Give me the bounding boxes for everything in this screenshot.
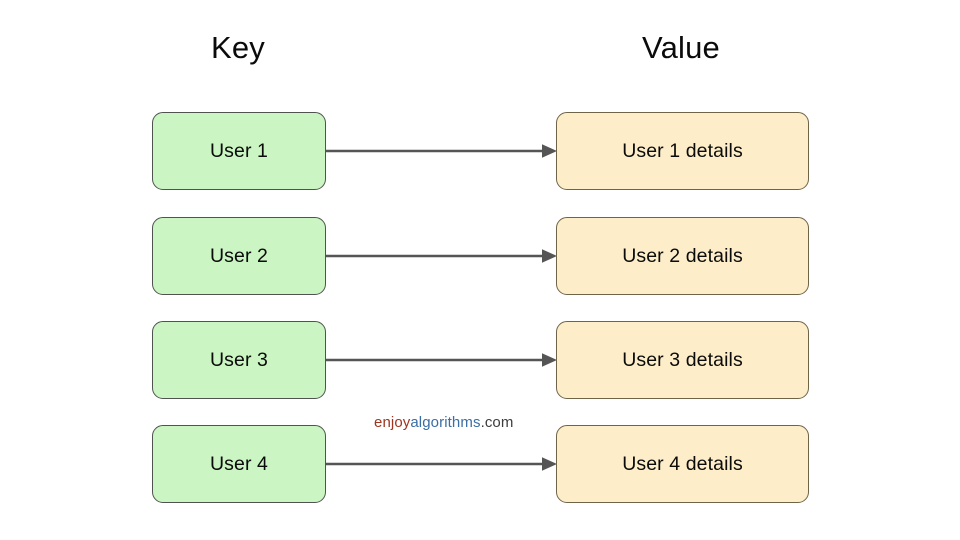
key-value-row: User 2 User 2 details	[0, 217, 960, 295]
watermark-part-3: .com	[480, 414, 514, 431]
arrow-right-icon	[326, 350, 557, 370]
arrow-right-icon	[326, 246, 557, 266]
column-heading-value: Value	[642, 30, 720, 65]
key-box[interactable]: User 4	[152, 425, 326, 503]
key-value-row: User 4 User 4 details	[0, 425, 960, 503]
value-box[interactable]: User 4 details	[556, 425, 809, 503]
watermark-part-1: enjoy	[374, 414, 411, 431]
arrow-right-icon	[326, 141, 557, 161]
watermark-part-2: algorithms	[410, 414, 481, 431]
key-box[interactable]: User 3	[152, 321, 326, 399]
value-box[interactable]: User 2 details	[556, 217, 809, 295]
value-box[interactable]: User 3 details	[556, 321, 809, 399]
key-value-row: User 3 User 3 details	[0, 321, 960, 399]
key-value-row: User 1 User 1 details	[0, 112, 960, 190]
column-heading-key: Key	[210, 30, 266, 65]
watermark: enjoyalgorithms.com	[374, 415, 513, 430]
key-box[interactable]: User 1	[152, 112, 326, 190]
arrow-right-icon	[326, 454, 557, 474]
value-box[interactable]: User 1 details	[556, 112, 809, 190]
key-box[interactable]: User 2	[152, 217, 326, 295]
